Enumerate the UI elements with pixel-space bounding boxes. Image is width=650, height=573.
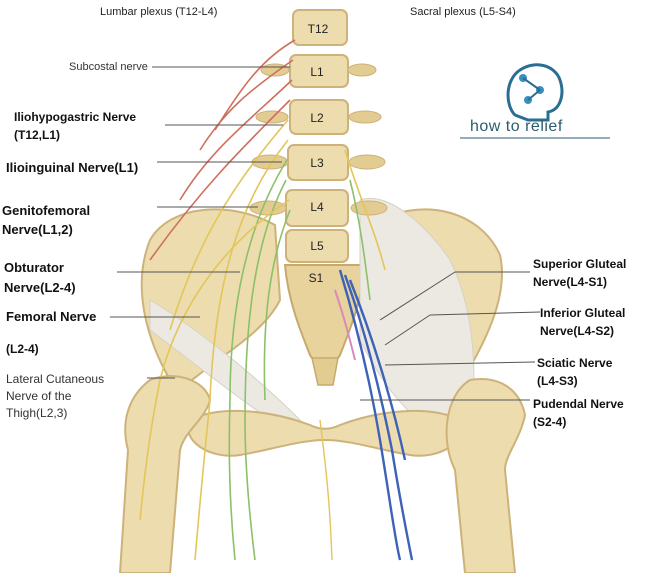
label-iliohypogastric-roots: (T12,L1)	[14, 128, 61, 142]
logo-text: how to relief	[470, 118, 563, 135]
vertebra-l2: L2	[310, 111, 324, 125]
lumbar-nerves	[139, 39, 296, 561]
left-femur	[118, 375, 212, 573]
sacral-nerves	[319, 149, 414, 561]
label-femoral-roots: (L2-4)	[6, 342, 39, 356]
label-sciatic-nerve: Sciatic Nerve	[537, 356, 613, 370]
label-inferior-gluteal-roots: Nerve(L4-S2)	[540, 324, 615, 338]
label-superior-gluteal-roots: Nerve(L4-S1)	[533, 275, 608, 289]
label-femoral-nerve: Femoral Nerve	[6, 309, 97, 324]
vertebra-l3: L3	[310, 156, 324, 170]
sacral-plexus-header: Sacral plexus (L5-S4)	[410, 6, 516, 18]
label-subcostal-nerve: Subcostal nerve	[69, 61, 148, 73]
label-superior-gluteal-nerve: Superior Gluteal	[533, 257, 627, 271]
label-obturator-roots: Nerve(L2-4)	[4, 280, 76, 295]
vertebra-s1: S1	[308, 271, 324, 285]
coccyx	[311, 357, 339, 386]
label-genitofemoral-nerve: Genitofemoral	[2, 203, 91, 218]
label-lateral-cutaneous-1: Lateral Cutaneous	[6, 372, 105, 386]
label-sciatic-roots: (L4-S3)	[537, 374, 578, 388]
label-genitofemoral-roots: Nerve(L1,2)	[2, 222, 73, 237]
vertebra-t12: T12	[307, 22, 329, 36]
label-pudendal-nerve: Pudendal Nerve	[533, 397, 624, 411]
head-network-icon	[506, 63, 564, 122]
vertebra-l1: L1	[310, 65, 324, 79]
label-obturator-nerve: Obturator	[4, 260, 64, 275]
label-ilioinguinal-nerve: Ilioinguinal Nerve(L1)	[6, 160, 139, 175]
lumbar-plexus-header: Lumbar plexus (T12-L4)	[100, 6, 218, 18]
label-iliohypogastric-nerve: Iliohypogastric Nerve	[14, 110, 137, 124]
vertebra-l4: L4	[310, 200, 324, 214]
leader-lines	[110, 66, 541, 401]
label-inferior-gluteal-nerve: Inferior Gluteal	[540, 306, 626, 320]
label-lateral-cutaneous-2: Nerve of the	[6, 389, 72, 403]
right-femur	[445, 378, 527, 573]
vertebra-l5: L5	[310, 239, 324, 253]
label-pudendal-roots: (S2-4)	[533, 415, 567, 429]
label-lateral-cutaneous-3: Thigh(L2,3)	[6, 406, 68, 420]
